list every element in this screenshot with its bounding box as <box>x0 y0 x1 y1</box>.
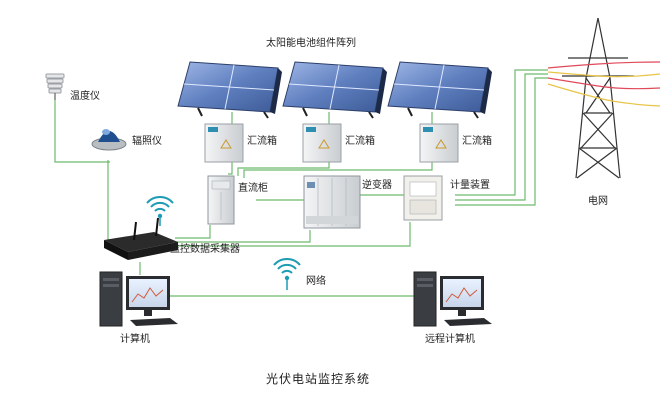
solar-panel-array <box>177 61 492 119</box>
dc-cabinet <box>207 175 235 225</box>
inverter <box>303 175 361 229</box>
dc-cabinet-label: 直流柜 <box>238 183 268 194</box>
remote-computer-label: 远程计算机 <box>425 334 475 345</box>
combiner-box-3 <box>419 123 459 163</box>
local-computer-label: 计算机 <box>120 334 150 345</box>
network-wifi-icon <box>273 258 301 290</box>
temperature-sensor-icon <box>45 73 65 100</box>
metering-device-label: 计量装置 <box>450 180 490 191</box>
remote-computer <box>413 271 492 327</box>
power-tower-icon <box>547 17 660 179</box>
wifi-signal-icon <box>146 196 174 226</box>
combiner-box-2-label: 汇流箱 <box>345 136 375 147</box>
combiner-box-1-label: 汇流箱 <box>247 136 277 147</box>
metering-device <box>403 175 443 221</box>
combiner-box-1 <box>204 123 244 163</box>
green-wiring <box>54 69 548 297</box>
data-collector <box>104 217 178 260</box>
combiner-box-2 <box>302 123 342 163</box>
local-computer <box>99 271 178 327</box>
solar-panel-3 <box>387 61 492 119</box>
solar-panel-1 <box>177 61 282 119</box>
combiner-box-3-label: 汇流箱 <box>462 136 492 147</box>
inverter-label: 逆变器 <box>362 180 392 191</box>
irradiance-meter-icon <box>91 129 127 151</box>
solar-panel-2 <box>282 61 387 119</box>
grid-label: 电网 <box>588 196 608 207</box>
temperature-sensor-label: 温度仪 <box>70 91 100 102</box>
diagram-caption: 光伏电站监控系统 <box>266 372 371 386</box>
network-label: 网络 <box>306 276 326 287</box>
data-collector-label: 监控数据采集器 <box>170 244 240 255</box>
solar-array-label: 太阳能电池组件阵列 <box>266 38 356 49</box>
irradiance-meter-label: 辐照仪 <box>132 136 162 147</box>
